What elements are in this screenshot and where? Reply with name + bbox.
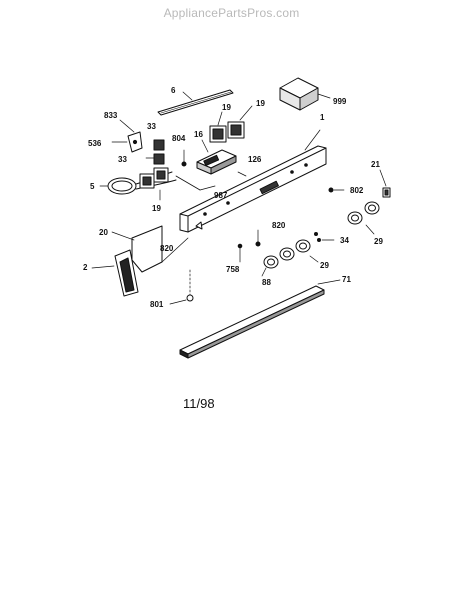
part-19-switch-pair-top (209, 105, 253, 143)
callout-16: 16 (194, 130, 203, 139)
part-19-switch-pair-lower (139, 167, 169, 201)
part-801-screw (169, 269, 194, 305)
callout-999: 999 (333, 97, 347, 106)
part-2-end-cap (91, 249, 139, 297)
date-code: 11/98 (183, 396, 215, 411)
callout-820: 820 (272, 221, 286, 230)
callout-804: 804 (172, 134, 186, 143)
part-999-box (279, 77, 331, 111)
callout-987: 987 (214, 191, 228, 200)
callout-802: 802 (350, 186, 364, 195)
callout-820: 820 (160, 244, 174, 253)
part-802-screw (328, 187, 345, 193)
callout-758: 758 (226, 265, 240, 274)
part-6-rod (157, 89, 234, 116)
callout-19: 19 (222, 103, 231, 112)
part-16-control-module (196, 139, 237, 175)
callout-19: 19 (256, 99, 265, 108)
part-34-screws (314, 232, 335, 242)
callout-34: 34 (340, 236, 349, 245)
callout-801: 801 (150, 300, 164, 309)
callout-536: 536 (88, 139, 102, 148)
callout-833: 833 (104, 111, 118, 120)
part-20-side-bracket (111, 225, 189, 273)
part-21-clip (379, 169, 391, 198)
part-987-wire (175, 175, 216, 191)
part-29-knobs-middle (261, 239, 319, 277)
callout-2: 2 (83, 263, 88, 272)
callout-33: 33 (147, 122, 156, 131)
callout-88: 88 (262, 278, 271, 287)
watermark: AppliancePartsPros.com (163, 6, 300, 20)
callout-126: 126 (248, 155, 262, 164)
callout-29: 29 (374, 237, 383, 246)
callout-6: 6 (171, 86, 176, 95)
callout-19: 19 (152, 204, 161, 213)
part-804-screw (181, 149, 187, 167)
callout-5: 5 (90, 182, 95, 191)
callout-labels: 6 999 19 19 833 1 33 804 16 536 33 126 2… (83, 86, 383, 309)
callout-29: 29 (320, 261, 329, 270)
callout-20: 20 (99, 228, 108, 237)
part-29-knobs-right (347, 201, 380, 235)
part-833-bracket (111, 119, 143, 153)
part-1-backguard-panel (179, 129, 327, 233)
callout-33: 33 (118, 155, 127, 164)
part-33-clips (145, 139, 165, 165)
callout-71: 71 (342, 275, 351, 284)
callout-1: 1 (320, 113, 325, 122)
callout-21: 21 (371, 160, 380, 169)
part-71-trim-strip (179, 279, 341, 359)
part-758-screw (237, 243, 243, 263)
